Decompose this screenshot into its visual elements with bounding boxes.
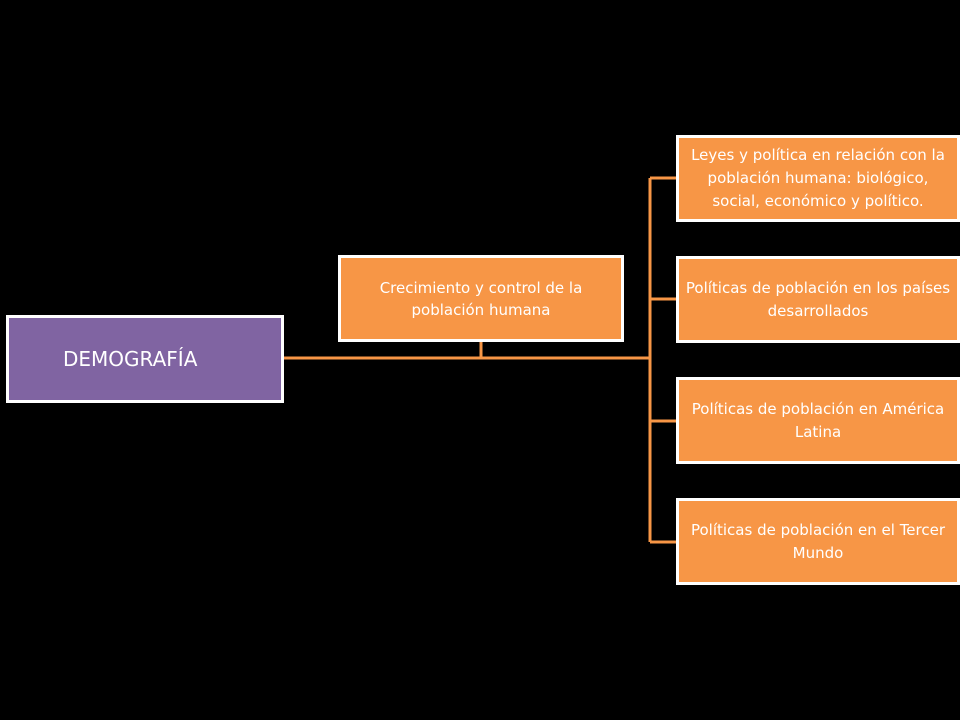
leaf-node-tercer-mundo: Políticas de población en el Tercer Mund… (676, 498, 960, 585)
middle-node-crecimiento: Crecimiento y control de la población hu… (338, 255, 624, 342)
leaf-node-label: Políticas de población en el Tercer Mund… (690, 520, 946, 562)
leaf-node-paises-desarrollados: Políticas de población en los países des… (676, 256, 960, 343)
root-node-label: DEMOGRAFÍA (63, 347, 198, 371)
leaf-node-label: Políticas de población en América Latina (691, 399, 945, 441)
leaf-node-leyes-politica: Leyes y política en relación con la pobl… (676, 135, 960, 222)
leaf-node-america-latina: Políticas de población en América Latina (676, 377, 960, 464)
leaf-node-label: Políticas de población en los países des… (685, 278, 951, 320)
root-node-demografia: DEMOGRAFÍA (6, 315, 284, 403)
leaf-node-label: Leyes y política en relación con la pobl… (691, 146, 945, 210)
middle-node-label: Crecimiento y control de la población hu… (379, 278, 583, 319)
